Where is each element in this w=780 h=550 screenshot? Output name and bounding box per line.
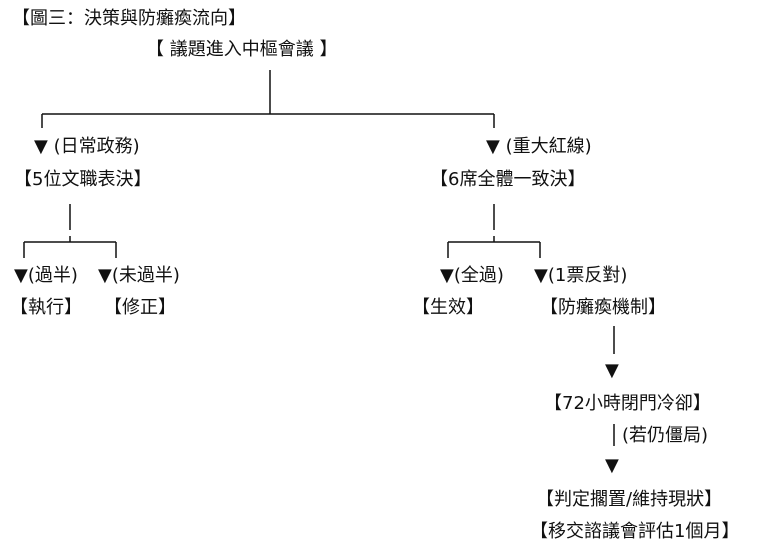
council-box: 【移交諮議會評估1個月】	[530, 521, 740, 542]
right-branch-label: ▼ (重大紅線)	[486, 136, 592, 157]
right-branch-box: 【6席全體一致決】	[430, 169, 586, 190]
left-outcome-b-label: ▼(未過半)	[98, 265, 180, 286]
left-outcome-b-box: 【修正】	[104, 297, 176, 318]
root-node: 【 議題進入中樞會議 】	[146, 39, 338, 60]
right-outcome-b-box: 【防癱瘓機制】	[540, 297, 666, 318]
left-branch-label: ▼ (日常政務)	[34, 136, 140, 157]
shelve-box: 【判定擱置/維持現狀】	[536, 489, 723, 510]
right-outcome-b-label: ▼(1票反對)	[534, 265, 628, 286]
mechanism-arrow: ▼	[605, 360, 619, 381]
right-outcome-a-box: 【生效】	[412, 297, 484, 318]
right-outcome-a-label: ▼(全過)	[440, 265, 504, 286]
deadlock-label: (若仍僵局)	[622, 425, 709, 446]
left-branch-box: 【5位文職表決】	[14, 169, 152, 190]
cooling-box: 【72小時閉門冷卻】	[544, 393, 711, 414]
cooling-arrow: ▼	[605, 455, 619, 476]
left-outcome-a-box: 【執行】	[10, 297, 82, 318]
figure-title: 【圖三：決策與防癱瘓流向】	[12, 8, 246, 29]
left-outcome-a-label: ▼(過半)	[14, 265, 78, 286]
